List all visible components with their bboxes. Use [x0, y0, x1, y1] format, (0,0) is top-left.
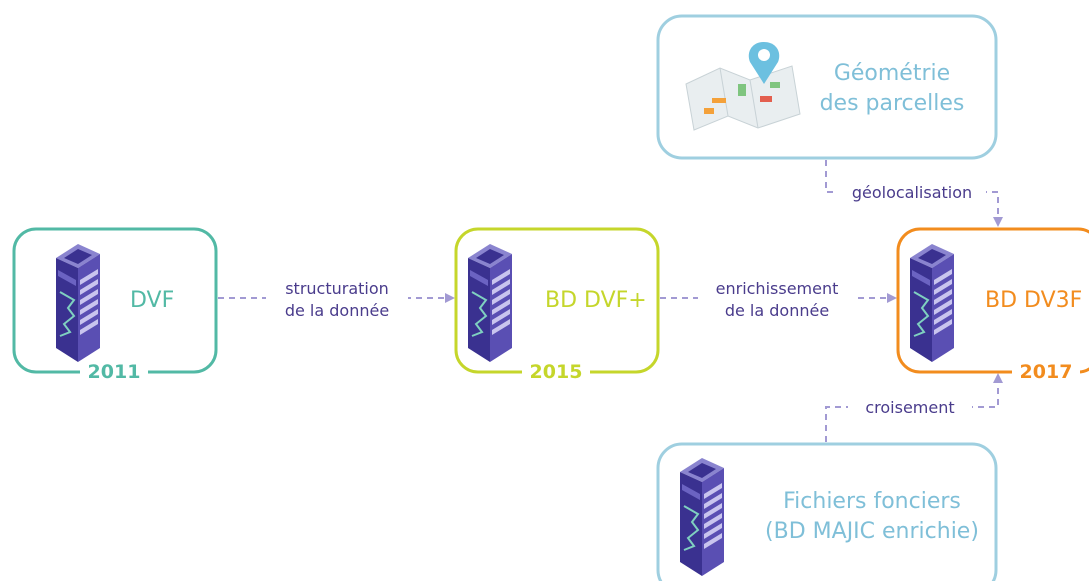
- node-dv3f-year: 2017: [1020, 361, 1073, 383]
- source-fichiers-frame: [656, 442, 998, 581]
- server-icon: [679, 457, 725, 577]
- source-fichiers-line1: Fichiers fonciers: [783, 489, 961, 514]
- server-icon: [909, 243, 955, 363]
- structuration-label-line2: de la donnée: [285, 301, 389, 320]
- node-dvf-label: DVF: [130, 288, 174, 313]
- arrow-geolocalisation: [825, 160, 1003, 227]
- node-dvf-year: 2011: [88, 361, 141, 383]
- source-geometrie-line2: des parcelles: [820, 91, 965, 116]
- map-pin-icon: [685, 42, 801, 131]
- source-fichiers-line2: (BD MAJIC enrichie): [765, 519, 979, 544]
- node-dvf-plus: 2015 BD DVF+: [454, 227, 660, 384]
- structuration-label-line1: structuration: [285, 279, 389, 298]
- node-dvf: 2011 DVF: [12, 227, 218, 384]
- source-fichiers-fonciers: Fichiers fonciers (BD MAJIC enrichie): [656, 442, 998, 581]
- server-icon: [55, 243, 101, 363]
- croisement-label: croisement: [865, 398, 954, 417]
- node-dvf-frame: [12, 227, 218, 374]
- server-icon: [467, 243, 513, 363]
- node-dvf-plus-year: 2015: [530, 361, 583, 383]
- source-geometrie-frame: [656, 14, 998, 160]
- enrichissement-label-line1: enrichissement: [716, 279, 839, 298]
- source-geometrie: Géométrie des parcelles: [656, 14, 998, 160]
- source-geometrie-line1: Géométrie: [834, 61, 950, 86]
- node-dv3f: 2017 BD DV3F: [896, 227, 1089, 384]
- geolocalisation-label: géolocalisation: [852, 183, 972, 202]
- enrichissement-label-line2: de la donnée: [725, 301, 829, 320]
- node-dvf-plus-label: BD DVF+: [545, 288, 647, 313]
- node-dv3f-label: BD DV3F: [985, 288, 1082, 313]
